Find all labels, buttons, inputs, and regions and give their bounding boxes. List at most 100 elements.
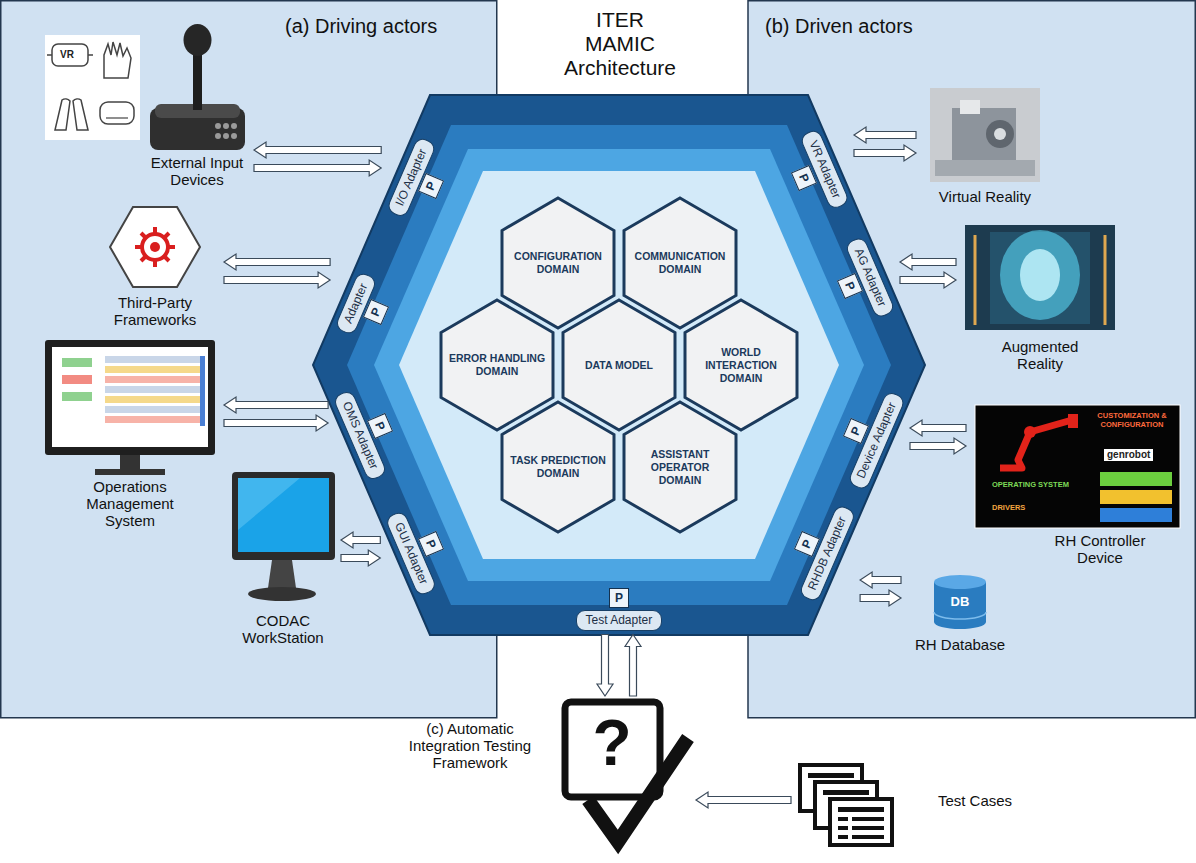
oms-monitor-icon-part	[120, 455, 140, 469]
rh-controller-image-part	[1024, 426, 1036, 438]
hexagon-shape	[624, 402, 736, 532]
oms-monitor-icon-part	[200, 356, 205, 426]
oms-monitor-icon-part	[95, 469, 165, 475]
test-cases-icon-part	[808, 773, 854, 778]
oms-monitor-icon-part	[62, 392, 92, 401]
port-label: P	[796, 172, 812, 185]
rh-controller-image-part	[1100, 490, 1172, 504]
port-label: P	[423, 538, 439, 551]
test-cases-icon-part	[852, 817, 884, 821]
illustration-label: DB	[948, 594, 972, 610]
test-cases-icon-part	[852, 835, 884, 839]
vr-devices-icon-part	[106, 117, 128, 118]
hollow-arrow	[341, 550, 380, 566]
oms-monitor-icon-part	[62, 375, 92, 384]
test-cases-icon	[800, 765, 892, 845]
architecture-hexagon-part	[313, 95, 925, 635]
framework-icon-part	[110, 207, 200, 287]
vr-devices-icon-part	[55, 99, 70, 130]
panel-heading: (b) Driven actors	[765, 14, 913, 38]
illustration-label: OPERATING SYSTEM	[992, 480, 1069, 489]
codac-monitor-icon-part	[268, 560, 296, 588]
test-cases-icon-part	[838, 826, 848, 830]
actor-caption: External Input Devices	[142, 154, 252, 188]
joystick-icon-part	[215, 133, 221, 139]
vr-devices-icon-part	[100, 102, 134, 124]
hollow-arrow	[224, 272, 330, 288]
port-label: P	[842, 280, 858, 293]
ar-render-image-part	[975, 235, 1105, 325]
oms-monitor-icon-part	[105, 416, 200, 423]
codac-monitor-icon	[232, 472, 335, 601]
rh-controller-image-part	[975, 405, 1180, 528]
illustration-label: VR	[60, 49, 74, 61]
rh-controller-image-part	[1068, 414, 1078, 428]
domain-hexagon: ASSISTANT OPERATOR DOMAIN	[621, 399, 739, 535]
hollow-arrow	[341, 532, 380, 548]
hexagon-shape	[502, 198, 614, 328]
domain-hexagon: TASK PREDICTION DOMAIN	[499, 399, 617, 535]
vr-render-image-part	[935, 160, 1035, 176]
hollow-arrow	[910, 438, 966, 454]
actor-node: External Input Devices	[40, 20, 250, 194]
framework-icon-part	[135, 227, 175, 267]
hollow-arrow	[900, 272, 956, 288]
actor-panel: (a) Driving actorsExternal Input Devices…	[0, 0, 497, 718]
actor-node: CODAC WorkStation	[225, 468, 337, 652]
domain-label: ERROR HANDLING DOMAIN	[448, 352, 546, 378]
database-icon-part	[934, 612, 986, 619]
port-label: P	[799, 538, 815, 551]
test-cases-icon-part	[830, 799, 892, 845]
hollow-arrow	[254, 160, 381, 176]
rh-controller-image-part	[1100, 508, 1172, 522]
adapter-tab: Test Adapter	[576, 610, 663, 631]
vr-render-image-part	[994, 128, 1006, 140]
vr-render-image	[930, 88, 1040, 182]
hexagon-shape	[502, 402, 614, 532]
port-label: P	[368, 306, 384, 319]
ar-render-image-part	[1020, 249, 1060, 301]
oms-monitor-icon-part	[105, 396, 200, 403]
architecture-hexagon-part	[374, 149, 864, 581]
joystick-icon-part	[215, 123, 221, 129]
joystick-icon-part	[223, 123, 229, 129]
hexagon-shape	[563, 300, 675, 430]
illustration-label: CUSTOMIZATION & CONFIGURATION	[1088, 411, 1176, 429]
framework-icon	[110, 207, 200, 287]
actor-node: Operations Management System	[35, 338, 220, 534]
actor-panels	[1, 1, 1196, 718]
vr-devices-icon-part	[45, 35, 140, 140]
oms-monitor-icon-part	[62, 358, 92, 367]
codac-monitor-icon-part	[238, 478, 329, 552]
actor-caption: RH Database	[903, 636, 1018, 653]
joystick-icon-part	[184, 24, 212, 56]
codac-monitor-icon-part	[238, 478, 300, 530]
oms-monitor-icon-part	[105, 366, 200, 373]
domain-label: CONFIGURATION DOMAIN	[509, 250, 607, 276]
test-cases-icon-part	[852, 826, 884, 830]
port-box: P	[609, 588, 629, 608]
domain-label: TASK PREDICTION DOMAIN	[509, 454, 607, 480]
test-framework-icon-part	[565, 702, 660, 797]
test-cases-icon-part	[823, 790, 869, 795]
vr-render-image-part	[986, 120, 1014, 148]
domain-label: COMMUNICATION DOMAIN	[631, 250, 729, 276]
framework-icon-part	[150, 242, 160, 252]
test-cases-icon-part	[838, 835, 848, 839]
vr-render-image-part	[960, 100, 980, 114]
framework-icon-part	[142, 234, 168, 260]
vr-render-image-part	[930, 88, 1040, 182]
codac-monitor-icon-part	[232, 472, 335, 560]
adapter-label: Test Adapter	[586, 613, 653, 627]
port-label: P	[848, 425, 864, 438]
domain-label: WORLD INTERACTION DOMAIN	[692, 346, 790, 385]
oms-monitor-icon-part	[105, 386, 200, 393]
panel-heading: (a) Driving actors	[285, 14, 437, 38]
illustration-label: genrobot	[1104, 449, 1153, 461]
actor-node: Third-Party Frameworks	[95, 203, 220, 331]
port-label: P	[372, 420, 388, 433]
hollow-arrow	[224, 415, 328, 431]
actor-caption: Augmented Reality	[985, 338, 1095, 372]
vr-devices-icon-part	[104, 42, 131, 78]
